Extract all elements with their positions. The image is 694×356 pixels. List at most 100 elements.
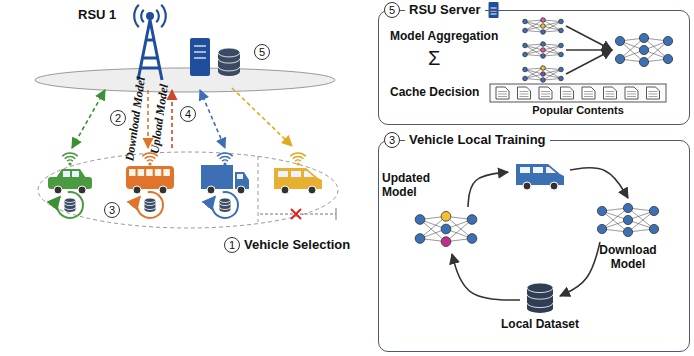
database-top [220, 198, 231, 202]
wifi-arc [295, 160, 301, 161]
network-neuron [441, 237, 451, 247]
network-neuron [541, 30, 546, 35]
network-neuron [441, 224, 451, 234]
bus-icon [126, 166, 174, 194]
wifi-arc [220, 157, 231, 159]
database-top [145, 198, 156, 202]
network-neuron [663, 54, 672, 63]
wheel [207, 186, 215, 194]
database-ring [218, 59, 240, 63]
network-link [543, 31, 561, 33]
callout-number: 2 [110, 110, 126, 126]
network-neuron [541, 18, 546, 23]
wifi-arc [62, 153, 78, 156]
wheel [308, 186, 316, 194]
network-neuron [663, 36, 672, 45]
network-neuron [541, 24, 546, 29]
text-label: Updated Model [382, 172, 444, 200]
wheel [281, 186, 289, 194]
database-ring [220, 203, 231, 205]
network-link [543, 70, 561, 75]
popular-contents-row [490, 84, 666, 102]
wifi-arc [222, 160, 228, 161]
database-icon [145, 198, 156, 212]
cycle-arrow [137, 192, 163, 218]
text-label: Vehicle Selection [244, 238, 350, 253]
bus-window [155, 169, 162, 176]
truck-cargo [201, 165, 233, 189]
network-neuron [639, 33, 648, 42]
wifi-symbol [62, 153, 78, 166]
vehicle-group-outline [38, 152, 338, 228]
link-arrow [72, 90, 105, 148]
van-window [291, 171, 301, 177]
truck-window [237, 174, 243, 179]
server-icon [190, 38, 210, 76]
callout-number: 4 [180, 106, 196, 122]
panel-heading: RSU Server [405, 2, 485, 18]
network-neuron [467, 215, 477, 225]
network-link [543, 46, 561, 51]
link-arrow [200, 90, 225, 148]
wheel [237, 186, 245, 194]
wifi-symbol [290, 153, 306, 166]
network-neuron [639, 45, 648, 54]
network-neuron [649, 206, 658, 215]
wifi-arc [147, 160, 153, 161]
rsu-tower [134, 5, 166, 80]
excluded-cross [291, 209, 301, 219]
truck-icon [201, 165, 249, 194]
network-link [525, 55, 543, 57]
network-neuron [559, 19, 564, 24]
callout-number: 3 [104, 202, 120, 218]
network-neuron [523, 43, 528, 48]
bus-window [163, 169, 170, 176]
aggregation-arrow [566, 49, 612, 51]
text-label: Upload Model [148, 83, 171, 155]
bus-window [138, 169, 145, 176]
wifi-symbol [217, 153, 233, 166]
network-link [525, 31, 543, 33]
wheel [550, 182, 558, 190]
database-top [218, 48, 240, 57]
network-link [525, 26, 543, 31]
aggregation-arrow [566, 50, 612, 74]
network-neuron [559, 28, 564, 33]
network-neuron [523, 76, 528, 81]
network-neuron [559, 76, 564, 81]
neural-network-icon [415, 211, 477, 246]
van-body [516, 164, 564, 185]
network-neuron [415, 234, 425, 244]
network-link [525, 79, 543, 81]
network-neuron [597, 206, 606, 215]
range-tick [336, 208, 337, 220]
car-window [63, 171, 70, 177]
text-label: Download Model [596, 244, 660, 272]
wheel [78, 186, 86, 194]
database-icon [220, 198, 231, 212]
van-icon [516, 164, 564, 190]
wheel [133, 186, 141, 194]
database-top [527, 283, 553, 293]
text-label: Popular Contents [532, 104, 624, 117]
rsu-platform [35, 68, 335, 92]
database-ring [65, 207, 76, 209]
bus-body [126, 166, 174, 189]
network-neuron [615, 54, 624, 63]
bus-window [146, 169, 153, 176]
upload-arrow [171, 90, 173, 148]
database-icon [218, 48, 240, 76]
neural-network-icon [523, 66, 564, 83]
wheel [54, 186, 62, 194]
network-neuron [541, 78, 546, 83]
cycle-arrow [57, 192, 83, 218]
wheel [523, 182, 531, 190]
network-neuron [559, 43, 564, 48]
aggregation-arrow [566, 26, 612, 50]
network-neuron [541, 72, 546, 77]
network-neuron [615, 36, 624, 45]
bus-window [129, 169, 136, 176]
panel-heading: Vehicle Local Training [405, 132, 550, 148]
network-neuron [467, 234, 477, 244]
